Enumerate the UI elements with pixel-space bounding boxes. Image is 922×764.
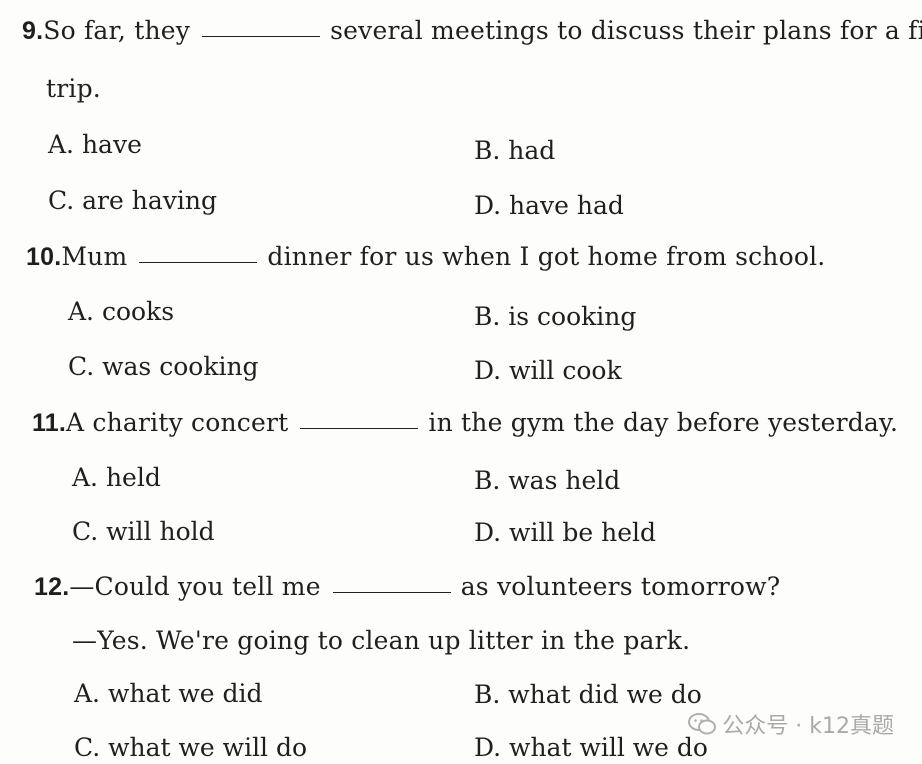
answer-blank — [139, 261, 258, 263]
question-9-option-c: C. are having — [48, 186, 217, 215]
watermark: 公众号 · k12真题 — [688, 708, 894, 740]
question-10-option-d: D. will cook — [474, 356, 622, 385]
stem-text-after: in the gym the day before yesterday. — [428, 408, 899, 437]
stem-text-before: A charity concert — [65, 408, 289, 437]
question-number: 12. — [34, 573, 70, 601]
answer-blank — [202, 35, 321, 37]
question-number: 9. — [22, 17, 44, 45]
question-12-option-c: C. what we will do — [74, 733, 308, 762]
question-12-option-b: B. what did we do — [474, 680, 702, 709]
watermark-text: 公众号 · k12真题 — [722, 714, 894, 739]
question-number: 10. — [26, 243, 62, 271]
question-9-stem-continued: trip. — [46, 74, 101, 103]
question-9-option-d: D. have had — [474, 191, 624, 220]
question-number: 11. — [32, 409, 66, 437]
question-9-stem: 9.So far, they several meetings to discus… — [22, 16, 922, 46]
question-9-option-a: A. have — [48, 130, 142, 159]
question-9-option-b: B. had — [474, 136, 556, 165]
stem-text-after: several meetings to discuss their plans … — [330, 16, 922, 45]
stem-text-before: So far, they — [43, 16, 191, 45]
question-11-stem: 11.A charity concert in the gym the day b… — [32, 408, 898, 438]
question-10-option-c: C. was cooking — [68, 352, 259, 381]
question-12-stem: 12.—Could you tell me as volunteers tomor… — [34, 572, 780, 602]
answer-blank — [300, 427, 419, 429]
question-12-stem-continued: —Yes. We're going to clean up litter in … — [72, 626, 691, 655]
question-11-option-d: D. will be held — [474, 518, 657, 547]
answer-blank — [332, 591, 451, 593]
question-11-option-a: A. held — [72, 463, 161, 492]
question-11-option-b: B. was held — [474, 466, 621, 495]
stem-text-before: —Could you tell me — [69, 572, 321, 601]
question-11-option-c: C. will hold — [72, 517, 215, 546]
wechat-icon — [688, 713, 717, 735]
question-12-option-a: A. what we did — [74, 679, 263, 708]
question-10-stem: 10.Mum dinner for us when I got home from… — [26, 242, 825, 272]
stem-text-after: as volunteers tomorrow? — [460, 572, 781, 601]
question-10-option-a: A. cooks — [68, 297, 175, 326]
question-10-option-b: B. is cooking — [474, 302, 637, 331]
stem-text-after: dinner for us when I got home from schoo… — [267, 242, 826, 271]
stem-text-before: Mum — [61, 242, 128, 271]
question-12-option-d: D. what will we do — [474, 733, 708, 762]
